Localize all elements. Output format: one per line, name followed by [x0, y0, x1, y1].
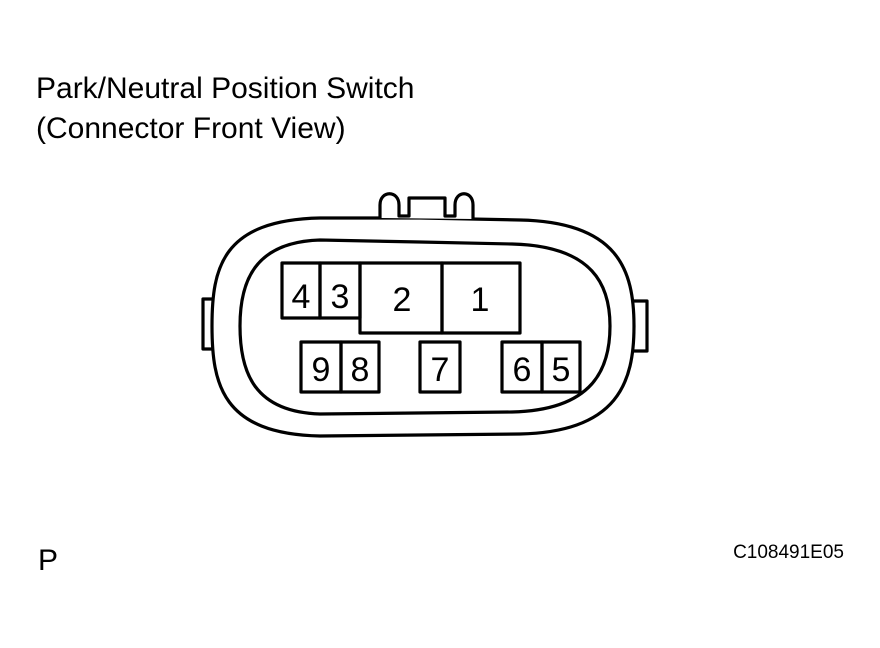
- pin-label-8: 8: [351, 351, 370, 389]
- pin-label-3: 3: [331, 278, 350, 316]
- diagram-marker-letter: P: [38, 544, 59, 577]
- pin-cavity-7: [418, 340, 462, 394]
- pin-label-6: 6: [513, 351, 532, 389]
- pin-cavity-5: [540, 340, 582, 394]
- top-lock-tab: [378, 192, 475, 219]
- pin-cavity-1: [440, 261, 522, 335]
- pin-label-2: 2: [393, 281, 412, 319]
- pin-label-1: 1: [471, 281, 490, 319]
- diagram-title: Park/Neutral Position Switch: [36, 72, 415, 105]
- pin-cavity-8: [339, 340, 381, 394]
- connector-inner-wall: [238, 238, 612, 416]
- diagram-subtitle: (Connector Front View): [36, 112, 346, 145]
- figure-code: C108491E05: [733, 542, 844, 563]
- pin-label-9: 9: [312, 351, 331, 389]
- pin-label-7: 7: [431, 351, 450, 389]
- connector-housing-outer: [210, 216, 636, 438]
- pin-label-4: 4: [292, 278, 311, 316]
- pin-label-5: 5: [552, 351, 571, 389]
